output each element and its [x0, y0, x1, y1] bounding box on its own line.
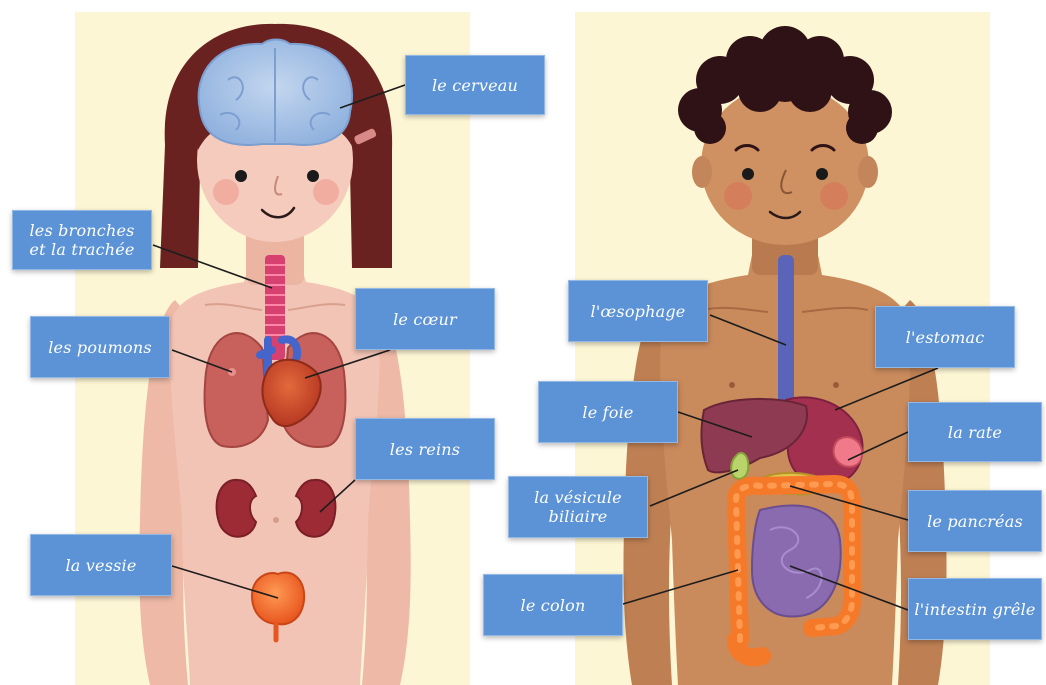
label-lungs: les poumons	[30, 316, 170, 378]
label-esophagus: l'œsophage	[568, 280, 708, 342]
boy-spleen	[834, 437, 863, 467]
girl-right-eye	[307, 170, 319, 182]
girl-right-kidney	[296, 480, 335, 537]
boy-left-eye	[742, 168, 754, 180]
label-stomach: l'estomac	[875, 306, 1015, 368]
label-pancreas: le pancréas	[908, 490, 1042, 552]
label-spleen: la rate	[908, 402, 1042, 462]
girl-left-kidney	[217, 480, 256, 537]
girl-figure	[139, 24, 410, 685]
boy-right-eye	[816, 168, 828, 180]
label-bronchi-trachea: les bronches et la trachée	[12, 210, 152, 270]
boy-face	[701, 85, 869, 245]
label-small-intestine: l'intestin grêle	[908, 578, 1042, 640]
label-gallbladder: la vésicule biliaire	[508, 476, 648, 538]
boy-esophagus	[778, 255, 794, 405]
label-liver: le foie	[538, 381, 678, 443]
girl-left-lung	[205, 333, 268, 447]
label-bladder: la vessie	[30, 534, 172, 596]
girl-bladder	[252, 572, 304, 624]
label-heart: le cœur	[355, 288, 495, 350]
girl-left-eye	[235, 170, 247, 182]
boy-small-intestine	[752, 506, 841, 617]
label-brain: le cerveau	[405, 55, 545, 115]
label-colon: le colon	[483, 574, 623, 636]
label-kidneys: les reins	[355, 418, 495, 480]
